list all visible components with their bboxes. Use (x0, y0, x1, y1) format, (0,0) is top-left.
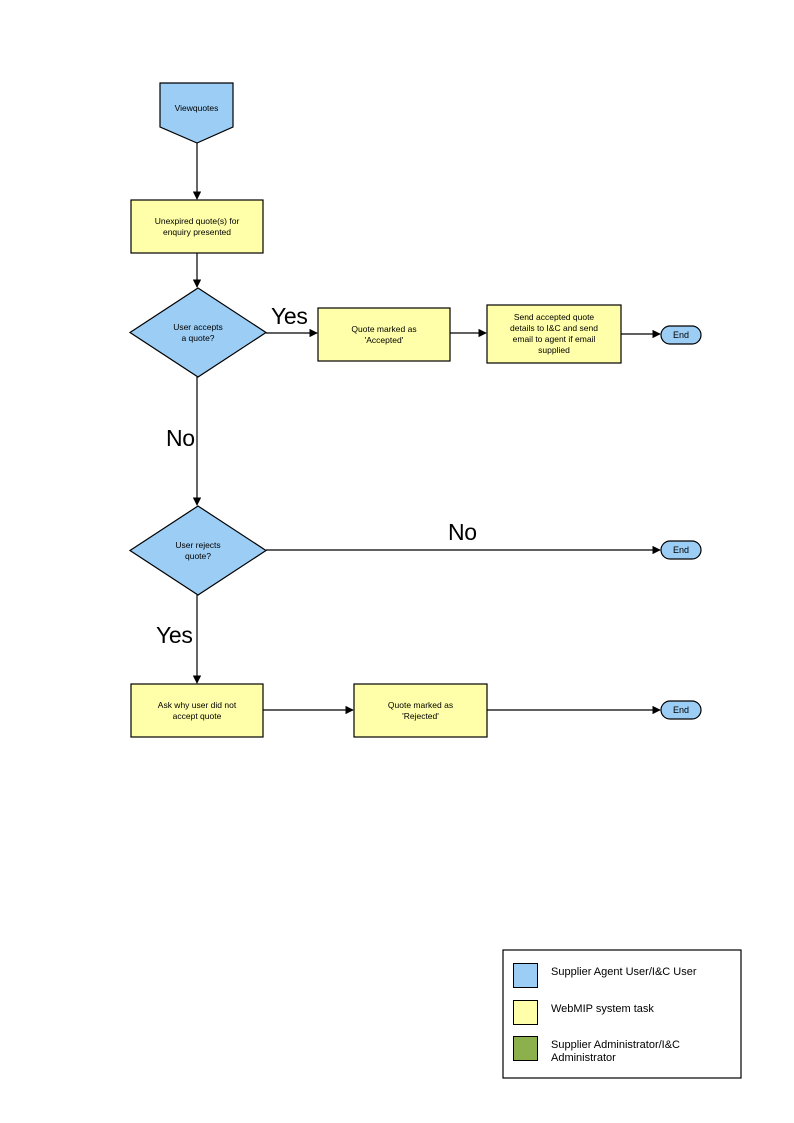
node-quote-marked-accepted[interactable] (317, 307, 451, 362)
legend-item-supplier-agent: Supplier Agent User/I&C User (513, 963, 733, 988)
node-send-accepted-quote-details[interactable] (486, 304, 622, 364)
edge-label-yes-reject: Yes (156, 622, 193, 648)
legend-swatch-green (513, 1036, 538, 1061)
legend-label-supplier-administrator: Supplier Administrator/I&C Administrator (551, 1039, 680, 1064)
edge-label-no-reject: No (448, 519, 477, 545)
connector-group (192, 143, 661, 715)
node-decision-user-accepts[interactable] (128, 287, 268, 378)
edge-label-yes-accept: Yes (271, 303, 308, 329)
legend-swatch-blue (513, 963, 538, 988)
node-quote-marked-rejected[interactable] (353, 683, 488, 738)
node-end-terminator-3[interactable] (660, 700, 702, 720)
node-start-viewquotes[interactable] (159, 82, 234, 144)
legend-item-supplier-administrator: Supplier Administrator/I&C Administrator (513, 1036, 733, 1065)
node-decision-user-rejects[interactable] (128, 505, 268, 596)
node-end-terminator-2[interactable] (660, 540, 702, 560)
legend-box (502, 949, 742, 1079)
legend-item-webmip-system: WebMIP system task (513, 1000, 733, 1025)
node-end-terminator-1-label: End (672, 330, 689, 340)
node-ask-why-not-accepted[interactable] (130, 683, 264, 738)
legend-swatch-yellow (513, 1000, 538, 1025)
legend-label-webmip-system: WebMIP system task (551, 1003, 654, 1015)
legend-label-supplier-agent: Supplier Agent User/I&C User (551, 966, 697, 978)
node-end-terminator-1[interactable] (660, 325, 702, 345)
node-end-terminator-3-label: End (672, 705, 689, 715)
node-unexpired-quotes[interactable] (130, 199, 264, 254)
edge-label-no-accept: No (166, 425, 195, 451)
node-end-terminator-2-label: End (672, 545, 689, 555)
